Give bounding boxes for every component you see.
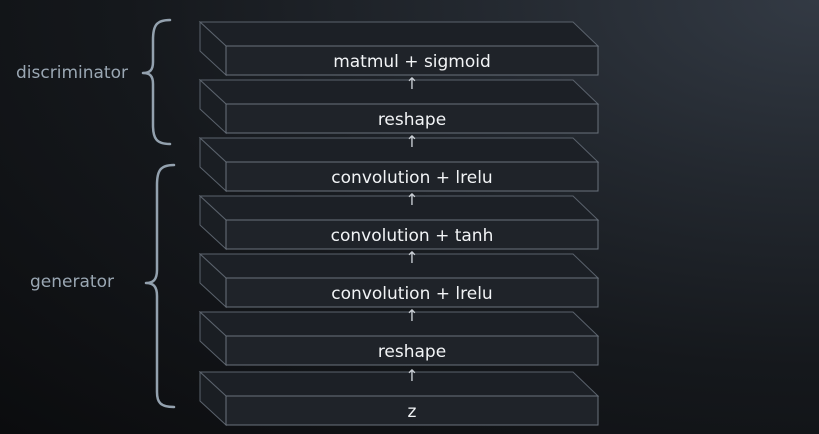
slab-top-face: [198, 79, 600, 105]
slab-top-face: [198, 195, 600, 221]
up-arrow-icon: ↑: [405, 74, 418, 93]
slab-top-face: [198, 253, 600, 279]
up-arrow-icon: ↑: [405, 132, 418, 151]
discriminator-brace: [141, 18, 172, 146]
layer-z: z: [198, 370, 600, 427]
layer-label: reshape: [378, 342, 446, 362]
slab-front-face: [225, 45, 599, 76]
layer-matmul-sigmoid: matmul + sigmoid: [198, 20, 600, 77]
slab-top-face: [198, 137, 600, 163]
layer-convolution-tanh: convolution + tanh: [198, 194, 600, 251]
generator-brace: [144, 163, 176, 409]
layer-label: convolution + tanh: [331, 226, 494, 246]
up-arrow-icon: ↑: [405, 248, 418, 267]
layer-label: convolution + lrelu: [331, 168, 492, 188]
up-arrow-icon: ↑: [405, 190, 418, 209]
layer-label: reshape: [378, 110, 446, 130]
slab-top-face: [198, 311, 600, 337]
layer-label: matmul + sigmoid: [333, 52, 491, 72]
up-arrow-icon: ↑: [405, 366, 418, 385]
layer-reshape-bottom: reshape: [198, 310, 600, 367]
slab-front-face: [225, 103, 599, 134]
layer-convolution-lrelu-upper: convolution + lrelu: [198, 136, 600, 193]
slab-front-face: [225, 395, 599, 426]
generator-label: generator: [30, 272, 114, 292]
layer-label: convolution + lrelu: [331, 284, 492, 304]
slab-front-face: [225, 277, 599, 308]
slab-front-face: [225, 161, 599, 192]
layer-label: z: [408, 402, 417, 422]
slab-top-face: [198, 21, 600, 47]
slab-front-face: [225, 219, 599, 250]
discriminator-label: discriminator: [16, 63, 128, 83]
up-arrow-icon: ↑: [405, 306, 418, 325]
slab-top-face: [198, 371, 600, 397]
slab-front-face: [225, 335, 599, 366]
layer-reshape-top: reshape: [198, 78, 600, 135]
layer-convolution-lrelu-lower: convolution + lrelu: [198, 252, 600, 309]
